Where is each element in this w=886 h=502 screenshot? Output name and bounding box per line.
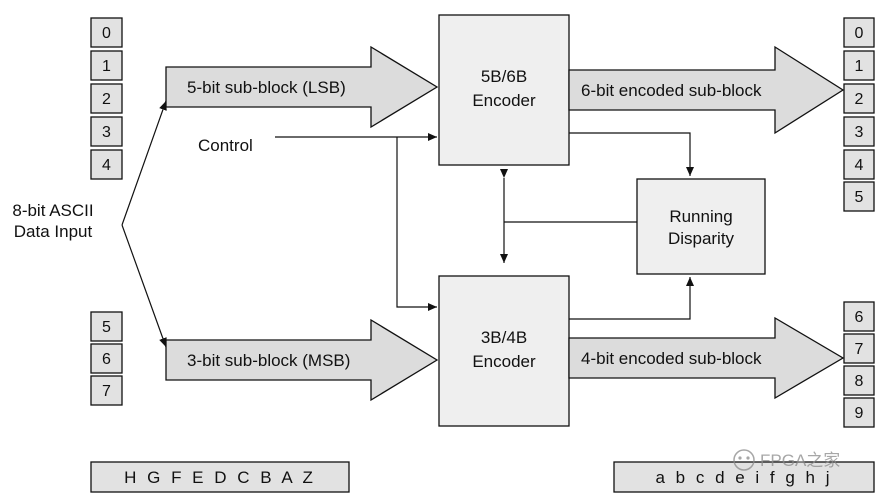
lsb-arrow-label: 5-bit sub-block (LSB) [187,78,346,97]
out6-block-arrow: 6-bit encoded sub-block [568,45,845,135]
output-bit-order: a b c d e i f g h j [655,468,832,487]
input-bit-box: 7 [90,375,123,406]
input-bit-box: 1 [90,50,123,81]
out6-arrow-label: 6-bit encoded sub-block [581,81,762,100]
disparity-line2: Disparity [668,229,735,248]
output-bit-order-strip: a b c d e i f g h j [613,461,875,493]
output-bit-label: 8 [855,373,864,390]
input-bit-order-strip: H G F E D C B A Z [90,461,350,493]
lsb-block-arrow: 5-bit sub-block (LSB) [165,45,439,129]
input-bit-label: 6 [102,351,111,368]
msb-block-arrow: 3-bit sub-block (MSB) [165,318,439,402]
encoder-3b4b: 3B/4B Encoder [438,275,570,427]
control-arrow-to-3b4b [396,137,437,311]
output-bit-box: 0 [843,17,875,48]
input-bit-label: 7 [102,383,111,400]
encoder-5b6b-line2: Encoder [472,91,536,110]
encoder-3b4b-line2: Encoder [472,352,536,371]
input-bit-label: 0 [102,25,111,42]
output-bit-label: 0 [855,25,864,42]
watermark-text: FPGA之家 [760,451,840,470]
output-bit-box: 4 [843,149,875,180]
input-bit-label: 5 [102,319,111,336]
input-bits-top: 0 1 2 3 4 [90,17,123,180]
input-bit-box: 3 [90,116,123,147]
watermark: FPGA之家 [733,449,840,471]
input-bit-label: 4 [102,157,111,174]
output-bit-box: 5 [843,181,875,212]
output-bit-label: 1 [855,58,864,75]
output-bit-label: 5 [855,189,864,206]
encoder-5b6b-line1: 5B/6B [481,67,527,86]
input-bit-box: 5 [90,311,123,342]
encoder-5b6b: 5B/6B Encoder [438,14,570,166]
enc56-to-disparity-arrow [569,132,694,176]
output-bit-label: 9 [855,405,864,422]
fanout-arrow-lsb [121,100,167,226]
input-bit-box: 6 [90,343,123,374]
wechat-icon [733,449,755,471]
encoder-3b4b-line1: 3B/4B [481,328,527,347]
input-bits-bottom: 5 6 7 [90,311,123,406]
out4-block-arrow: 4-bit encoded sub-block [568,316,845,400]
output-bit-label: 7 [855,341,864,358]
out4-arrow-label: 4-bit encoded sub-block [581,349,762,368]
output-bit-box: 7 [843,333,875,364]
input-label-line1: 8-bit ASCII [12,201,93,220]
input-bit-order: H G F E D C B A Z [124,468,316,487]
output-bit-box: 6 [843,301,875,332]
output-bit-box: 8 [843,365,875,396]
msb-arrow-label: 3-bit sub-block (MSB) [187,351,350,370]
input-label-line2: Data Input [14,222,93,241]
output-bits-bottom: 6 7 8 9 [843,301,875,428]
output-bit-box: 9 [843,397,875,428]
input-bit-label: 1 [102,58,111,75]
input-bit-box: 0 [90,17,123,48]
running-disparity-box: Running Disparity [636,178,766,275]
input-bit-box: 4 [90,149,123,180]
fanout-arrow-msb [121,224,167,348]
input-bit-label: 3 [102,124,111,141]
disparity-line1: Running [669,207,732,226]
enc34-to-disparity-arrow [569,277,694,320]
output-bit-box: 2 [843,83,875,114]
output-bits-top: 0 1 2 3 4 5 [843,17,875,212]
output-bit-box: 3 [843,116,875,147]
output-bit-label: 3 [855,124,864,141]
input-bit-box: 2 [90,83,123,114]
output-bit-label: 4 [855,157,864,174]
output-bit-label: 6 [855,309,864,326]
output-bit-box: 1 [843,50,875,81]
input-bit-label: 2 [102,91,111,108]
output-bit-label: 2 [855,91,864,108]
control-label: Control [198,136,253,155]
